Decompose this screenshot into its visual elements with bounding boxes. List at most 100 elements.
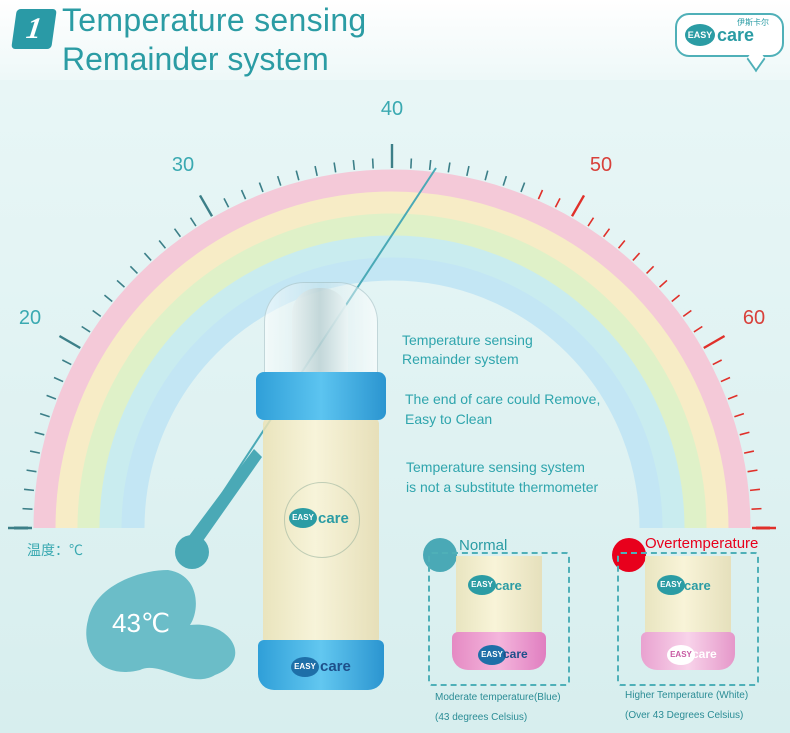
current-temperature: 43℃ — [112, 608, 171, 638]
gauge-ticks — [8, 144, 776, 530]
gauge-tick — [352, 159, 356, 171]
desc-line-1: Temperature sensing — [402, 332, 533, 348]
rainbow-band — [99, 235, 685, 529]
gauge-tick — [23, 488, 35, 492]
bottle-nipple — [292, 288, 348, 378]
gauge-tick — [173, 228, 182, 238]
rainbow-band — [33, 169, 751, 529]
overtemp-logo-care: care — [684, 578, 711, 593]
brand-logo-bubble: EASY 伊斯卡尔 care — [675, 13, 784, 73]
gauge-tick — [632, 252, 641, 262]
gauge-tick — [61, 359, 72, 366]
gauge-tick — [502, 175, 508, 186]
overtemp-caption-1: Higher Temperature (White) — [625, 690, 749, 701]
normal-caption-1: Moderate temperature(Blue) — [435, 692, 561, 703]
gauge-tick — [81, 325, 91, 333]
gauge-pivot — [175, 535, 209, 569]
gauge-tick — [751, 507, 762, 510]
bottle-logo-care: care — [318, 510, 349, 527]
gauge-tick — [143, 252, 152, 262]
logo-chinese-name: 伊斯卡尔 — [737, 18, 769, 27]
gauge-tick — [749, 488, 761, 492]
gauge-tick — [258, 182, 264, 193]
bottle-base — [258, 640, 384, 690]
gauge-tick — [520, 182, 526, 193]
gauge-tick — [371, 158, 374, 169]
gauge-tick — [671, 294, 681, 303]
base-logo-easy: EASY — [291, 657, 319, 677]
overtemp-mini-bottle — [645, 556, 731, 636]
gauge-tick — [29, 450, 41, 454]
overtemp-label: Overtemperature — [645, 535, 759, 552]
desc-line-2: Remainder system — [402, 351, 519, 367]
gauge-tick — [103, 294, 113, 303]
gauge-tick — [53, 376, 64, 383]
rainbow-band — [121, 257, 663, 529]
normal-base-logo-care: care — [503, 647, 528, 661]
gauge-tick — [693, 325, 703, 333]
page-title-line1: Temperature sensing — [62, 2, 367, 38]
gauge-tick — [747, 469, 758, 473]
rainbow-band — [77, 213, 707, 529]
rainbow-band — [55, 191, 729, 529]
gauge-tick — [129, 265, 139, 275]
desc-line-6: is not a substitute thermometer — [406, 479, 599, 495]
desc-line-4: Easy to Clean — [405, 411, 493, 427]
gauge-tick — [158, 239, 167, 249]
gauge-tick — [26, 469, 37, 473]
normal-label: Normal — [459, 537, 508, 554]
scale-label: 40 — [380, 98, 404, 120]
gauge-tick — [645, 265, 655, 275]
gauge-tick — [743, 450, 755, 454]
gauge-tick — [116, 279, 126, 288]
bottle-logo-easy: EASY — [289, 508, 317, 528]
gauge-tick — [587, 217, 595, 227]
gauge-tick — [712, 359, 723, 366]
gauge-tick — [92, 309, 102, 318]
bottle-logo-circle — [284, 482, 360, 558]
gauge-tick — [727, 394, 738, 400]
normal-mini-bottle — [456, 556, 542, 636]
gauge-tick — [570, 194, 586, 217]
gauge-tick — [428, 159, 432, 171]
gauge-tick — [554, 197, 561, 208]
normal-frame — [428, 552, 570, 686]
gauge-tick — [734, 412, 745, 418]
gauge-pointer — [186, 449, 262, 548]
gauge-tick — [22, 507, 33, 510]
bottle-ring — [256, 372, 386, 420]
normal-base-logo-easy: EASY — [478, 645, 506, 665]
gauge-tick — [447, 162, 451, 173]
gauge-tick — [223, 197, 230, 208]
gauge-tick — [58, 334, 81, 350]
gauge-tick — [617, 239, 626, 249]
gauge-tick — [314, 165, 318, 177]
gauge-tick — [34, 431, 45, 436]
logo-care-text: care — [717, 25, 755, 45]
normal-logo-care: care — [495, 578, 522, 593]
gauge-tick — [466, 165, 470, 177]
gauge-tick — [703, 334, 726, 350]
rainbow-arc — [33, 169, 751, 529]
gauge-tick — [198, 194, 214, 217]
scale-label: 20 — [18, 307, 42, 329]
gauge-tick — [602, 228, 611, 238]
header-band — [0, 0, 790, 80]
page-title-line2: Remainder system — [62, 41, 329, 77]
temperature-unit-label: 温度：℃ — [27, 542, 83, 558]
gauge-tick — [682, 309, 692, 318]
scale-label: 60 — [742, 307, 766, 329]
temperature-blob — [86, 570, 236, 680]
gauge-tick — [276, 175, 282, 186]
overtemp-caption-2: (Over 43 Degrees Celsius) — [625, 710, 744, 721]
gauge-tick — [46, 394, 57, 400]
logo-easy-mark: EASY — [685, 24, 715, 46]
scale-label: 50 — [589, 154, 613, 176]
gauge-tick — [410, 158, 413, 169]
overtemp-frame — [617, 552, 759, 686]
gauge-tick — [39, 412, 50, 418]
overtemp-base-logo-care: care — [692, 647, 717, 661]
gauge-tick — [484, 170, 489, 181]
normal-caption-2: (43 degrees Celsius) — [435, 712, 528, 723]
